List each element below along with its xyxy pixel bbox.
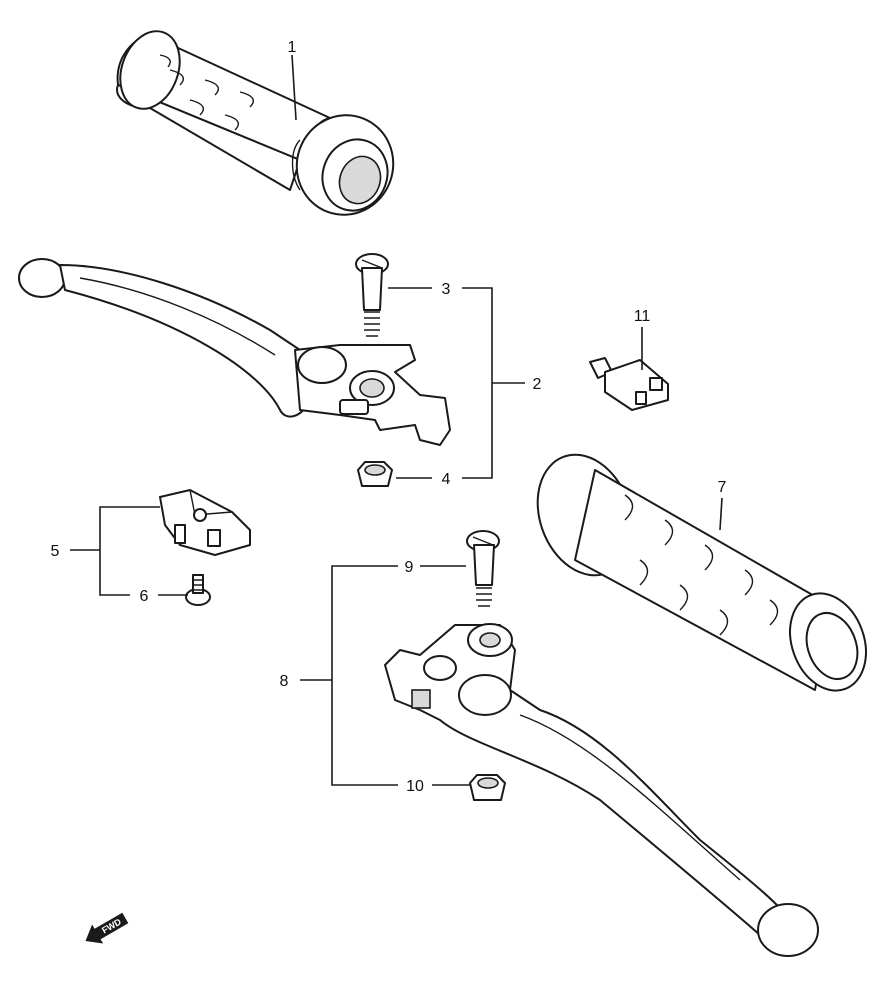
nut [357, 461, 393, 487]
callout-9: 9 [405, 559, 414, 576]
handlebar-grip [536, 453, 867, 692]
callout-6: 6 [140, 588, 149, 605]
callout-1: 1 [288, 39, 297, 56]
callout-5: 5 [51, 543, 60, 560]
callout-11: 11 [634, 308, 651, 325]
callout-8: 8 [280, 673, 289, 690]
clutch-switch [159, 489, 251, 556]
brake-switch [589, 357, 669, 411]
callout-2: 2 [533, 376, 542, 393]
fwd-arrow-icon: FWD [85, 912, 129, 944]
nut-lower [469, 774, 506, 801]
brake-lever [18, 258, 451, 446]
throttle-grip [116, 30, 395, 216]
callout-7: 7 [718, 479, 727, 496]
callout-4: 4 [442, 471, 451, 488]
screw [185, 574, 211, 606]
callout-3: 3 [442, 281, 451, 298]
leader-lines [70, 54, 723, 786]
callout-labels: 1 3 2 4 11 5 6 7 9 8 10 [51, 39, 727, 795]
callout-10: 10 [406, 778, 424, 795]
pivot-bolt-lower [466, 530, 500, 607]
clutch-lever [384, 623, 819, 957]
pivot-bolt [355, 253, 389, 337]
